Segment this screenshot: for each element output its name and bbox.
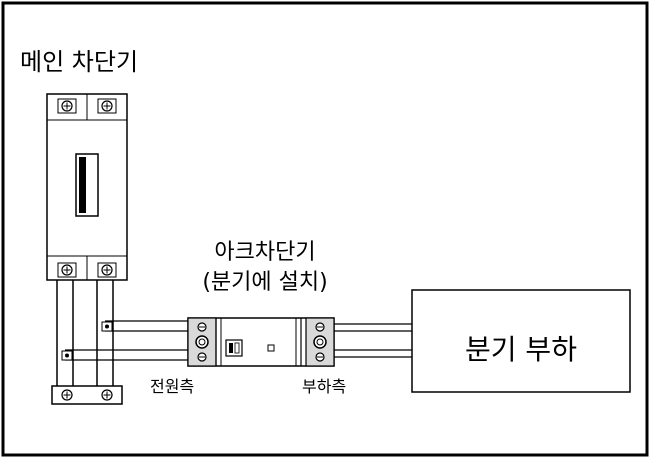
bus-bars: [51, 280, 123, 405]
terminal-screw-icon: [97, 262, 117, 278]
test-button-icon: [267, 344, 275, 352]
terminal-screw-icon: [197, 322, 207, 332]
afci-toggle: [225, 339, 243, 357]
terminal-screw-icon: [61, 389, 73, 401]
main-breaker-label: 메인 차단기: [20, 48, 139, 76]
terminal-screw-icon: [315, 322, 325, 332]
terminal-screw-icon: [57, 262, 77, 278]
main-breaker: [46, 93, 128, 281]
terminal-screw-icon: [101, 389, 113, 401]
line-side-label: 전원측: [150, 377, 195, 396]
terminal-screw-icon: [97, 98, 117, 114]
terminal-screw-icon: [197, 352, 207, 362]
arc-fault-breaker: [187, 317, 335, 367]
terminal-screw-icon: [315, 352, 325, 362]
terminal-screw-icon: [57, 98, 77, 114]
load-side-label: 부하측: [302, 377, 347, 396]
afci-subtitle: (분기에 설치): [202, 270, 328, 295]
load-side-wires: [334, 323, 412, 358]
branch-load-label: 분기 부하: [465, 333, 577, 366]
afci-title: 아크차단기: [214, 240, 316, 265]
terminal-screw-icon: [313, 335, 327, 349]
terminal-screw-icon: [195, 335, 209, 349]
line-side-wires: [61, 320, 188, 361]
branch-load-box: [411, 289, 631, 393]
afci-label: 아크차단기 (분기에 설치): [170, 238, 360, 298]
